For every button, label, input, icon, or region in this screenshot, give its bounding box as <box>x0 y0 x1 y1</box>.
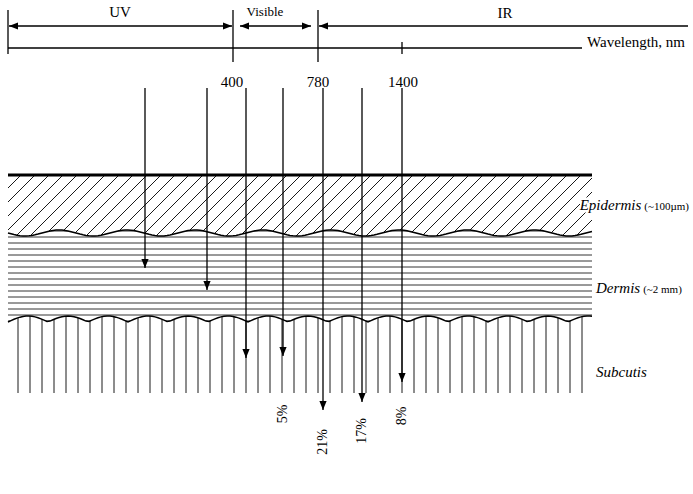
scale-axis <box>8 47 582 48</box>
ir-range-arrow <box>319 25 688 26</box>
layer-boundary <box>8 316 592 322</box>
scale-tick <box>317 10 318 62</box>
penetration-arrow <box>401 88 402 382</box>
penetration-arrow <box>322 88 323 410</box>
layer-thickness: (~100µm) <box>644 201 689 212</box>
layer-thickness: (~2 mm) <box>643 284 682 295</box>
penetration-percent: 8% <box>395 407 409 426</box>
band-name: UV <box>109 5 131 20</box>
skin-surface-line <box>8 174 592 177</box>
penetration-arrow <box>245 88 246 358</box>
skin-layers <box>8 175 592 393</box>
layer-name: Subcutis <box>596 365 647 380</box>
penetration-arrow <box>361 88 362 402</box>
layer-name: Dermis <box>596 281 640 296</box>
penetration-percent: 5% <box>276 405 290 424</box>
tick-value: 1400 <box>388 75 418 90</box>
penetration-arrows <box>145 88 402 410</box>
uv-range-arrow <box>9 25 232 26</box>
penetration-percent: 21% <box>316 429 330 455</box>
scale-tick <box>401 42 402 54</box>
layer-boundary <box>8 230 592 236</box>
visible-range-arrow <box>240 25 311 26</box>
band-name: IR <box>498 6 513 21</box>
epidermis-layer <box>8 175 592 236</box>
penetration-arrow <box>282 88 283 356</box>
band-name: Visible <box>247 5 284 18</box>
dermis-layer <box>8 230 592 322</box>
scale-tick <box>7 10 8 54</box>
layer-name: Epidermis <box>580 198 642 213</box>
subcutis-layer <box>8 316 592 393</box>
penetration-arrow <box>206 88 207 290</box>
penetration-arrow <box>144 88 145 268</box>
tick-value: 400 <box>221 75 244 90</box>
scale-tick <box>232 10 233 62</box>
tick-value: 780 <box>307 75 330 90</box>
penetration-percent: 17% <box>355 418 369 444</box>
axis-title: Wavelength, nm <box>587 35 685 50</box>
